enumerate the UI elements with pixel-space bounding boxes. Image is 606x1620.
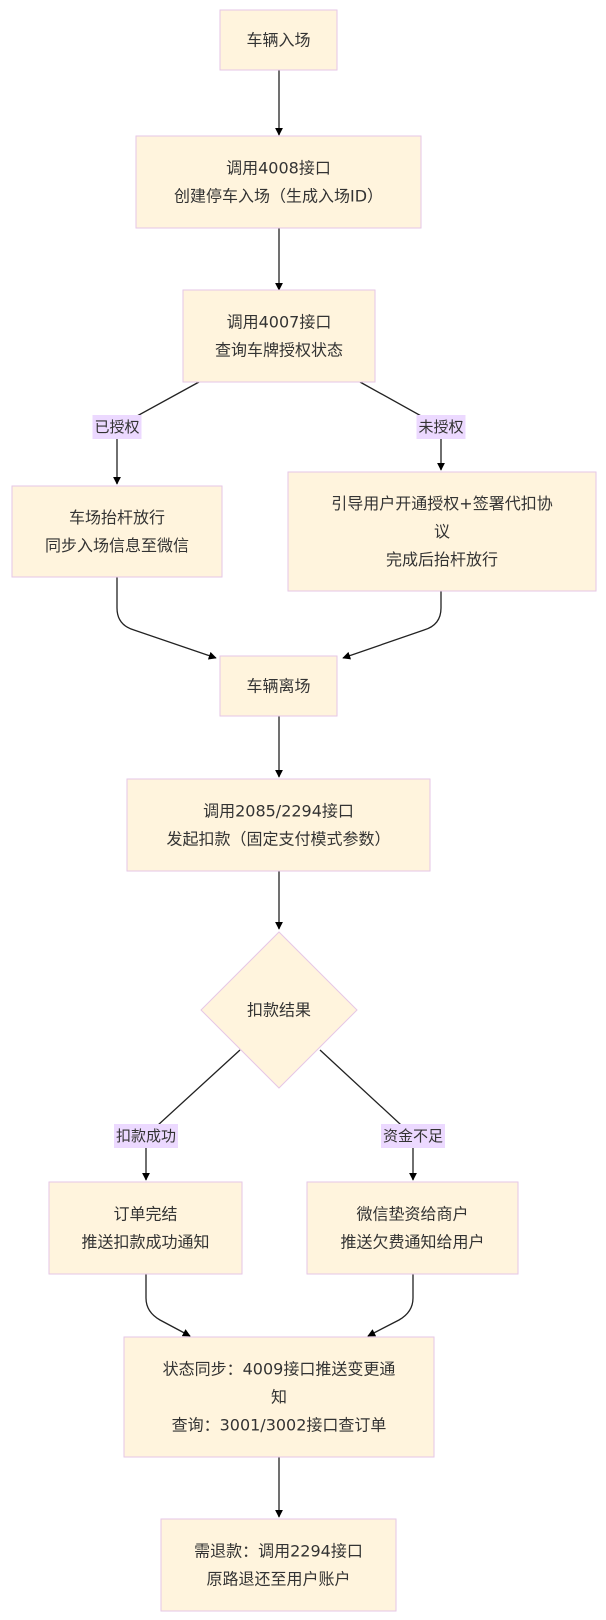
node-text-line: 同步入场信息至微信 [45,536,189,555]
node-text-line: 调用2085/2294接口 [203,802,354,821]
node-box [287,471,597,592]
edge-label-unauthorized: 未授权 [416,415,466,439]
edge-label-deduct-success: 扣款成功 [114,1124,178,1148]
edge-label-text: 未授权 [418,418,463,436]
node-box [135,135,422,229]
node-text-line: 车辆入场 [246,31,310,50]
node-text-line: 车辆离场 [246,677,310,696]
node-text-line: 创建停车入场（生成入场ID） [174,187,383,206]
edge-order-to-sync [145,1274,191,1337]
node-text-line: 车场抬杆放行 [69,508,165,527]
edge-label-text: 已授权 [94,418,139,436]
node-entry: 车辆入场 [219,9,338,71]
node-box [126,778,431,872]
node-text-line: 推送欠费通知给用户 [340,1233,484,1252]
edge-release-to-exit [116,577,217,660]
node-result: 扣款结果 [200,931,358,1089]
edge-label-background [416,415,466,439]
node-box [306,1181,519,1275]
node-text-line: 需退款：调用2294接口 [194,1542,363,1561]
edge-guide-to-exit [342,591,442,660]
node-box [219,9,338,71]
edge-label-insufficient: 资金不足 [381,1124,445,1148]
node-box [11,485,223,578]
node-text-line: 完成后抬杆放行 [386,550,498,569]
edge-label-authorized: 已授权 [92,415,142,439]
node-box [48,1181,243,1275]
edge-advance-to-sync [367,1274,414,1337]
decision-diamond [200,931,358,1089]
node-box [182,289,376,383]
node-box [123,1336,435,1458]
node-text-line: 状态同步：4009接口推送变更通 [163,1360,396,1379]
edge-label-text: 资金不足 [383,1127,443,1145]
edge-label-background [92,415,142,439]
node-text-line: 发起扣款（固定支付模式参数） [166,830,390,849]
node-text-line: 微信垫资给商户 [356,1205,468,1224]
node-text-line: 引导用户开通授权+签署代扣协 [331,494,552,513]
node-text-line: 扣款结果 [247,1001,311,1020]
edge-result-to-advance [319,1049,417,1181]
node-box [219,655,338,717]
edge-result-to-order [142,1049,241,1181]
node-text-line: 推送扣款成功通知 [81,1233,209,1252]
edge-label-text: 扣款成功 [116,1127,176,1145]
node-text-line: 调用4007接口 [227,313,332,332]
node-text-line: 知 [271,1388,287,1407]
node-text-line: 原路退还至用户账户 [206,1570,350,1589]
node-text-line: 订单完结 [113,1205,177,1224]
node-text-line: 议 [434,522,450,541]
node-text-line: 调用4008接口 [226,159,331,178]
node-exit: 车辆离场 [219,655,338,717]
node-box [160,1518,397,1612]
edge-label-background [381,1124,445,1148]
node-text-line: 查询车牌授权状态 [215,341,343,360]
node-text-line: 查询：3001/3002接口查订单 [172,1416,387,1435]
edge-label-background [114,1124,178,1148]
